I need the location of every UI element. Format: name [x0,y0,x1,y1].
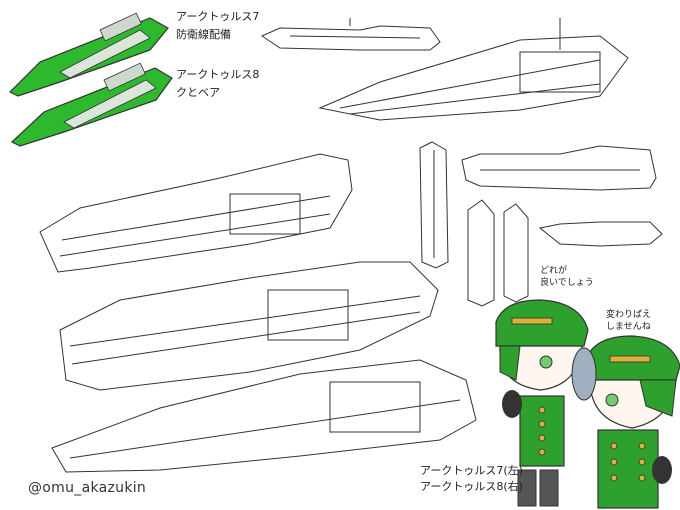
speech-left-line2: 良いでしょう [540,278,594,288]
ship-side-view-mid [461,145,657,191]
caption-line1: アークトゥルス7(左) [420,464,523,477]
ship-side-view-small [538,221,663,247]
ship-front-view [419,141,449,269]
label-ship8-role: クとベア [176,86,220,99]
ship-large-left [39,153,353,273]
speech-left-line1: どれが [540,266,568,276]
speech-right-line2: しませんね [606,322,651,332]
green-ship-8 [10,62,173,147]
artist-handle: @omu_akazukin [28,480,147,496]
speech-right-line1: 変わりばえ [606,310,652,320]
label-ship7-role: 防衛線配備 [176,28,231,41]
ship-perspective-top-right [318,18,629,121]
label-ship8-name: アークトゥルス8 [176,68,260,81]
ship-front-view-2 [467,199,529,307]
label-ship7-name: アークトゥルス7 [176,10,260,23]
caption-line2: アークトゥルス8(右) [420,480,523,493]
character-arcturus-7 [495,299,589,507]
green-ship-7 [8,12,169,97]
ship-large-bottom [51,359,477,473]
character-arcturus-8 [571,335,680,509]
ship-large-center [59,261,439,391]
ship-side-view-top [260,18,441,51]
